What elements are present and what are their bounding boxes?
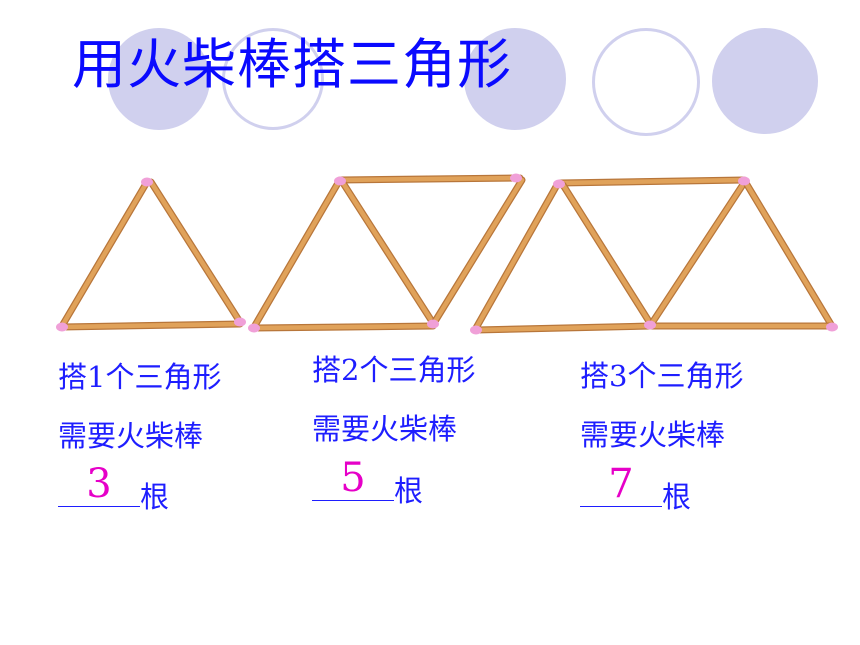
matchstick-3 (59, 321, 243, 330)
matchstick-8 (431, 177, 525, 326)
decor-circle-3 (464, 28, 566, 130)
group-3-answer: 7 (608, 461, 634, 507)
match-head-3 (56, 322, 68, 332)
group-1-line-2: 需要火柴棒 (58, 419, 204, 453)
match-head-12 (553, 179, 565, 189)
match-head-5 (427, 319, 439, 329)
decor-circle-4 (592, 28, 700, 136)
matchstick-13 (743, 180, 835, 329)
group-3-answer-blank: 7 (580, 464, 662, 507)
group-1-unit: 根 (140, 480, 170, 514)
group-2-unit: 根 (394, 474, 424, 508)
group-3-unit: 根 (662, 480, 692, 514)
decor-circle-2 (222, 28, 324, 130)
group-2-line-1: 搭2个三角形 (312, 353, 476, 387)
matchstick-10 (473, 182, 560, 331)
match-head-11 (826, 322, 838, 332)
match-head-1 (141, 177, 153, 187)
match-head-7 (334, 176, 346, 186)
match-head-6 (248, 323, 260, 333)
group-1-answer: 3 (86, 461, 112, 507)
matchstick-layer (56, 173, 838, 335)
group-1-line-1: 搭1个三角形 (58, 360, 222, 394)
matchstick-5 (251, 180, 341, 330)
match-head-8 (738, 176, 750, 186)
group-1-answer-blank: 3 (58, 464, 140, 507)
matchstick-2 (148, 179, 243, 325)
match-head-4 (510, 173, 522, 183)
group-2-answer-blank: 5 (312, 458, 394, 501)
matchstick-6 (340, 180, 436, 326)
matchstick-12 (649, 180, 747, 326)
match-head-9 (644, 320, 656, 330)
match-head-2 (234, 317, 246, 327)
group-2-answer: 5 (340, 455, 366, 501)
matchstick-1 (59, 179, 150, 329)
slide-title: 用火柴棒搭三角形 (72, 33, 512, 96)
matchstick-11 (560, 182, 653, 326)
matchstick-4 (337, 175, 523, 183)
group-3-line-2: 需要火柴棒 (580, 418, 726, 452)
match-head-10 (470, 325, 482, 335)
matchstick-7 (251, 323, 436, 331)
decor-circle-1 (108, 28, 210, 130)
group-2-line-2: 需要火柴棒 (312, 412, 458, 446)
group-3-line-1: 搭3个三角形 (580, 359, 744, 393)
decor-circle-5 (712, 28, 818, 134)
matchstick-9 (557, 177, 747, 186)
matchstick-14 (473, 323, 653, 333)
